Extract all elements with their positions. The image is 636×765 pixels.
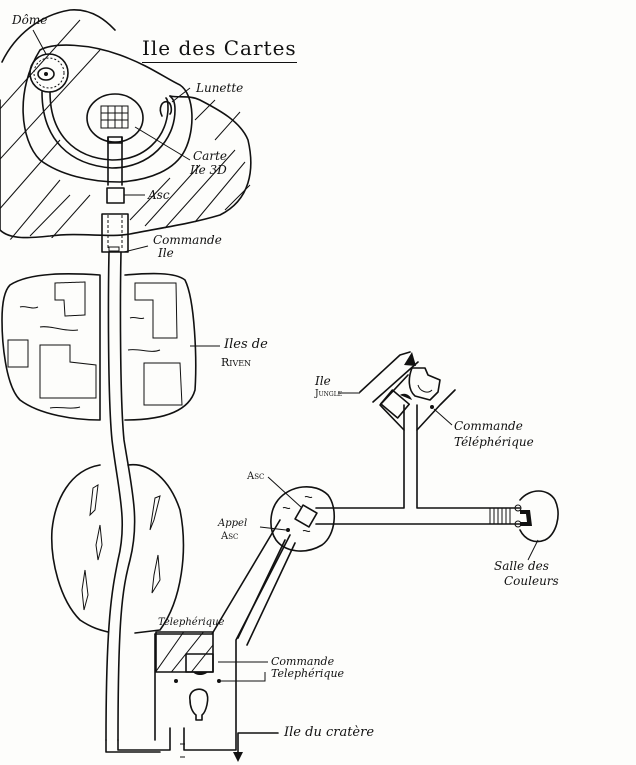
label-appel-asc-line2: Asc: [221, 531, 239, 542]
ile-des-cartes-outline: [22, 44, 193, 183]
label-ile-jungle-line1: Ile: [315, 374, 331, 388]
asc-top: [106, 187, 125, 204]
steps: [489, 508, 511, 524]
hatched-land-top: [0, 9, 252, 240]
label-dome: Dôme: [12, 13, 48, 27]
asc-chamber: [259, 476, 335, 552]
commande-ile: [108, 246, 120, 252]
label-lunette: Lunette: [196, 81, 244, 95]
label-salle-line1: Salle des: [494, 559, 549, 573]
label-telepherique: Telephérique: [158, 617, 225, 628]
telepherique-station: [105, 519, 291, 758]
ile-jungle-station: [338, 351, 456, 431]
jungle-cabin: [408, 367, 441, 401]
label-carte-line1: Carte: [193, 149, 227, 163]
label-asc-mid: Asc: [247, 471, 265, 482]
label-commande-teleph-bottom-line2: Telephérique: [271, 667, 345, 680]
label-ile-jungle-line2: Jungle: [315, 389, 343, 399]
label-commande-teleph-top-line2: Téléphérique: [454, 435, 534, 449]
label-appel-asc-line1: Appel: [218, 518, 248, 529]
label-salle-line2: Couleurs: [504, 574, 559, 588]
arrow-to-ile-du-cratere-icon: [233, 732, 279, 762]
dome: [29, 29, 69, 93]
salle-des-couleurs: [514, 490, 559, 561]
label-iles-riven-line2: Riven: [221, 356, 252, 369]
label-ile-du-cratere: Ile du cratère: [284, 725, 375, 740]
label-commande-teleph-top-line1: Commande: [454, 419, 523, 433]
arrow-to-ile-jungle-icon: [404, 352, 416, 366]
label-iles-riven-line1: Iles de: [224, 337, 268, 352]
label-commande-ile-line1: Commande: [153, 233, 222, 247]
ile-jungle-foliage: [50, 463, 185, 634]
label-commande-ile-line2: Ile: [158, 246, 174, 260]
telepherique-cabin: [189, 688, 209, 721]
label-commande-teleph-bottom-line1: Commande: [271, 655, 335, 668]
asc-mid: [294, 504, 318, 528]
label-carte-line2: Ile 3D: [190, 163, 227, 177]
carte-ile-3d: [86, 93, 191, 161]
label-asc-top: Asc: [148, 188, 170, 202]
lunette: [159, 100, 173, 117]
iles-de-riven: [1, 272, 220, 421]
map-title: Ile des Cartes: [142, 36, 297, 63]
